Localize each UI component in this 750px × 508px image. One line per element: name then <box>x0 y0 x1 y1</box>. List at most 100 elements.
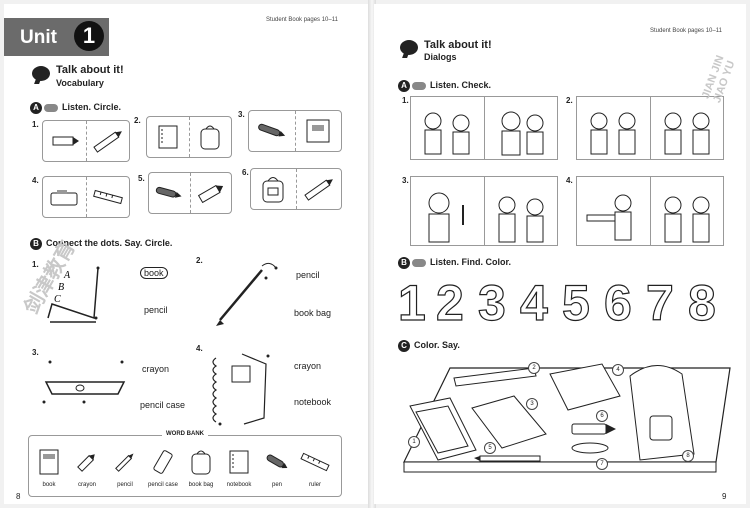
word-bank-item: notebook <box>221 448 257 488</box>
word-bank-item: ruler <box>297 448 333 488</box>
outline-number[interactable]: 7 <box>645 274 674 331</box>
object-tag: 4 <box>612 364 624 376</box>
word-bank-label: pencil <box>117 482 133 488</box>
pencil-icon <box>304 179 333 201</box>
notebook-object[interactable] <box>549 363 621 411</box>
picture-pair-1[interactable] <box>42 120 130 162</box>
outline-number[interactable]: 2 <box>435 274 464 331</box>
scene-panel[interactable] <box>649 177 724 245</box>
desk-scene[interactable] <box>394 356 734 482</box>
cd-icon <box>412 259 426 267</box>
speech-bubble-icon <box>400 40 418 55</box>
unit-banner: Unit 1 <box>4 18 109 56</box>
children-talking-icon <box>586 194 632 241</box>
item-number: 3. <box>238 110 245 119</box>
outline-number[interactable]: 5 <box>561 274 590 331</box>
dialog-scene-2[interactable] <box>576 96 724 160</box>
book-picture[interactable] <box>294 111 342 151</box>
word-bank-item: pen <box>259 448 295 488</box>
pencil-case-picture[interactable] <box>43 177 86 217</box>
picture-pair-5[interactable] <box>148 172 232 214</box>
pencil-picture[interactable] <box>295 169 342 209</box>
pen-icon <box>266 454 288 469</box>
book-bag-icon <box>200 125 220 150</box>
outline-number[interactable]: 8 <box>687 274 716 331</box>
picture-pair-6[interactable] <box>250 168 342 210</box>
answer-word[interactable]: notebook <box>294 397 332 407</box>
children-talking-icon <box>664 112 710 155</box>
dialog-scene-1[interactable] <box>410 96 558 160</box>
student-book-ref: Student Book pages 10–11 <box>266 17 338 23</box>
crayon-picture[interactable] <box>189 173 232 213</box>
dialog-scene-3[interactable] <box>410 176 558 246</box>
scene-panel[interactable] <box>577 177 650 245</box>
children-talking-icon <box>664 196 710 243</box>
answer-word-circled[interactable]: book <box>140 267 168 279</box>
left-page: Unit 1 Student Book pages 10–11 Talk abo… <box>4 4 370 504</box>
answer-word[interactable]: pencil case <box>140 400 186 410</box>
pen-picture[interactable] <box>249 111 295 151</box>
talk-title: Talk about it! <box>56 64 124 76</box>
dots-number: 4. <box>196 344 203 353</box>
word-bank: WORD BANK book crayon pencil pencil case… <box>28 431 342 497</box>
scene-panel[interactable] <box>483 97 558 159</box>
picture-pair-4[interactable] <box>42 176 130 218</box>
notebook-icon <box>229 450 249 474</box>
cd-icon <box>412 82 426 90</box>
pencil-picture[interactable] <box>85 121 130 161</box>
pencil-object[interactable] <box>474 455 541 462</box>
answer-word[interactable]: book bag <box>294 308 332 318</box>
scene-panel[interactable] <box>649 97 724 159</box>
crayon-picture[interactable] <box>43 121 86 161</box>
scene-panel[interactable] <box>411 97 484 159</box>
book-bag-object[interactable] <box>629 365 695 461</box>
outline-number[interactable]: 6 <box>603 274 632 331</box>
crayon-icon <box>77 454 95 472</box>
crayon-object[interactable] <box>571 423 616 435</box>
ruler-picture[interactable] <box>85 177 130 217</box>
book-object[interactable] <box>409 397 477 461</box>
word-bank-label: book <box>42 482 56 488</box>
word-bank-label: crayon <box>77 482 96 488</box>
word-bank-label: book bag <box>188 482 214 488</box>
dots-figure-3 <box>42 360 126 404</box>
item-number: 4. <box>32 176 39 185</box>
outline-number[interactable]: 4 <box>519 274 548 331</box>
answer-word[interactable]: crayon <box>142 364 170 374</box>
speech-bubble-icon <box>32 66 50 81</box>
picture-pair-2[interactable] <box>146 116 232 158</box>
ruler-object[interactable] <box>453 367 537 387</box>
svg-text:A: A <box>63 270 71 281</box>
scene-panel[interactable] <box>411 177 484 245</box>
dots-number: 2. <box>196 256 203 265</box>
unit-number: 1 <box>74 21 104 51</box>
answer-word[interactable]: crayon <box>294 361 322 371</box>
dialog-scene-4[interactable] <box>576 176 724 246</box>
ruler-icon <box>300 452 330 472</box>
notebook-picture[interactable] <box>147 117 189 157</box>
scene-panel[interactable] <box>483 177 558 245</box>
outline-number[interactable]: 1 <box>397 274 426 331</box>
crayon-icon <box>52 136 80 146</box>
word-bank-item: book bag <box>183 448 219 488</box>
picture-pair-3[interactable] <box>248 110 342 152</box>
dots-figure-4 <box>212 353 270 426</box>
scene-panel[interactable] <box>577 97 650 159</box>
object-tag: 2 <box>528 362 540 374</box>
pen-picture[interactable] <box>149 173 190 213</box>
answer-word[interactable]: pencil <box>296 270 320 280</box>
scene-number: 2. <box>566 96 573 105</box>
outline-number[interactable]: 3 <box>477 274 506 331</box>
pen-object[interactable] <box>571 442 609 454</box>
pencil-icon <box>115 453 134 472</box>
answer-word[interactable]: pencil <box>144 305 168 315</box>
page-number: 9 <box>722 492 727 501</box>
dots-figure-1: A B C <box>47 266 100 323</box>
section-c-title: Color. Say. <box>414 340 460 350</box>
section-a-title: Listen. Check. <box>430 80 492 90</box>
book-bag-picture[interactable] <box>188 117 232 157</box>
book-bag-picture[interactable] <box>251 169 296 209</box>
pencil-case-object[interactable] <box>471 395 547 449</box>
section-b-title: Connect the dots. Say. Circle. <box>46 238 173 248</box>
